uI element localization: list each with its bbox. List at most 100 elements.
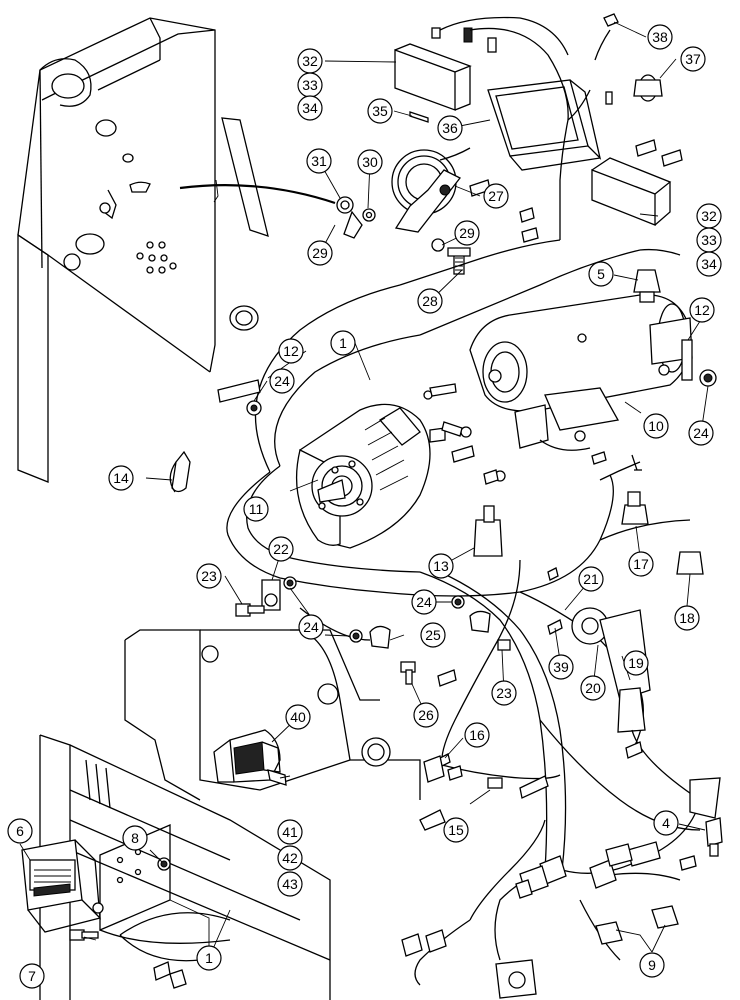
callout-36: 36 <box>437 115 463 141</box>
callout-19: 19 <box>623 650 649 676</box>
callout-33: 33 <box>297 72 323 98</box>
callout-1: 1 <box>330 330 356 356</box>
callout-24-left: 24 <box>269 368 295 394</box>
svg-text:6: 6 <box>16 823 24 839</box>
svg-text:34: 34 <box>701 256 717 272</box>
callout-5: 5 <box>588 261 614 287</box>
callout-22: 22 <box>268 536 294 562</box>
svg-text:43: 43 <box>282 876 298 892</box>
callout-33-right: 33 <box>696 227 722 253</box>
svg-text:21: 21 <box>583 571 599 587</box>
callout-12-left: 12 <box>278 338 304 364</box>
callout-31: 31 <box>306 148 332 174</box>
svg-text:24: 24 <box>303 619 319 635</box>
callout-34-right: 34 <box>696 251 722 277</box>
callout-10: 10 <box>643 413 669 439</box>
callout-24-center: 24 <box>411 589 437 615</box>
callout-24-mid: 24 <box>298 614 324 640</box>
callout-4: 4 <box>653 810 679 836</box>
callout-9: 9 <box>639 952 665 978</box>
callout-27: 27 <box>483 183 509 209</box>
svg-text:23: 23 <box>201 568 217 584</box>
svg-text:1: 1 <box>339 335 347 351</box>
callout-24-right: 24 <box>688 420 714 446</box>
svg-text:23: 23 <box>496 685 512 701</box>
callout-41: 41 <box>277 819 303 845</box>
svg-text:41: 41 <box>282 824 298 840</box>
callout-15: 15 <box>443 817 469 843</box>
svg-text:25: 25 <box>425 627 441 643</box>
svg-text:33: 33 <box>701 232 717 248</box>
svg-text:20: 20 <box>585 680 601 696</box>
connectors-pressure-switches <box>153 817 723 999</box>
callout-42: 42 <box>277 845 303 871</box>
svg-text:24: 24 <box>693 425 709 441</box>
callout-7: 7 <box>19 963 45 989</box>
callout-20: 20 <box>580 675 606 701</box>
svg-text:37: 37 <box>685 51 701 67</box>
svg-text:10: 10 <box>648 418 664 434</box>
callout-34: 34 <box>297 95 323 121</box>
callout-29-left: 29 <box>307 240 333 266</box>
callout-12: 12 <box>689 297 715 323</box>
svg-text:18: 18 <box>679 610 695 626</box>
svg-text:29: 29 <box>459 225 475 241</box>
svg-text:28: 28 <box>422 293 438 309</box>
svg-text:1: 1 <box>205 950 213 966</box>
svg-text:12: 12 <box>694 302 710 318</box>
svg-text:12: 12 <box>283 343 299 359</box>
svg-text:15: 15 <box>448 822 464 838</box>
svg-text:32: 32 <box>302 53 318 69</box>
svg-text:29: 29 <box>312 245 328 261</box>
callout-18: 18 <box>674 605 700 631</box>
svg-text:22: 22 <box>273 541 289 557</box>
callout-23: 23 <box>196 563 222 589</box>
callout-11: 11 <box>243 496 269 522</box>
alternator <box>295 390 446 549</box>
svg-text:24: 24 <box>274 373 290 389</box>
callout-16: 16 <box>464 722 490 748</box>
callout-6: 6 <box>7 818 33 844</box>
svg-text:34: 34 <box>302 100 318 116</box>
svg-text:19: 19 <box>628 655 644 671</box>
svg-text:7: 7 <box>28 968 36 984</box>
callout-32: 32 <box>297 48 323 74</box>
callout-14: 14 <box>108 465 134 491</box>
callout-26: 26 <box>413 702 439 728</box>
svg-text:35: 35 <box>372 103 388 119</box>
callout-8: 8 <box>122 825 148 851</box>
svg-text:40: 40 <box>290 709 306 725</box>
svg-text:16: 16 <box>469 727 485 743</box>
senders-switches <box>473 269 721 819</box>
callout-25: 25 <box>420 622 446 648</box>
svg-text:11: 11 <box>249 501 264 517</box>
svg-text:39: 39 <box>553 659 569 675</box>
callout-23-right: 23 <box>491 680 517 706</box>
callout-37: 37 <box>680 46 706 72</box>
svg-text:17: 17 <box>633 556 649 572</box>
callout-40: 40 <box>285 704 311 730</box>
svg-text:36: 36 <box>442 120 458 136</box>
svg-text:31: 31 <box>311 153 327 169</box>
terminals <box>429 139 697 871</box>
callout-29-right: 29 <box>454 220 480 246</box>
callout-35: 35 <box>367 98 393 124</box>
backup-alarm <box>213 729 287 786</box>
svg-text:13: 13 <box>433 558 449 574</box>
callout-30: 30 <box>357 149 383 175</box>
svg-text:33: 33 <box>302 77 318 93</box>
svg-text:4: 4 <box>662 815 670 831</box>
horn-assembly <box>336 147 471 275</box>
callout-38: 38 <box>647 24 673 50</box>
svg-text:42: 42 <box>282 850 298 866</box>
voltage-regulator <box>21 839 171 941</box>
svg-text:27: 27 <box>488 188 504 204</box>
callout-28: 28 <box>417 288 443 314</box>
callout-13: 13 <box>428 553 454 579</box>
callout-21: 21 <box>578 566 604 592</box>
svg-text:32: 32 <box>701 208 717 224</box>
callout-43: 43 <box>277 871 303 897</box>
svg-text:5: 5 <box>597 266 605 282</box>
work-lights <box>394 13 672 226</box>
